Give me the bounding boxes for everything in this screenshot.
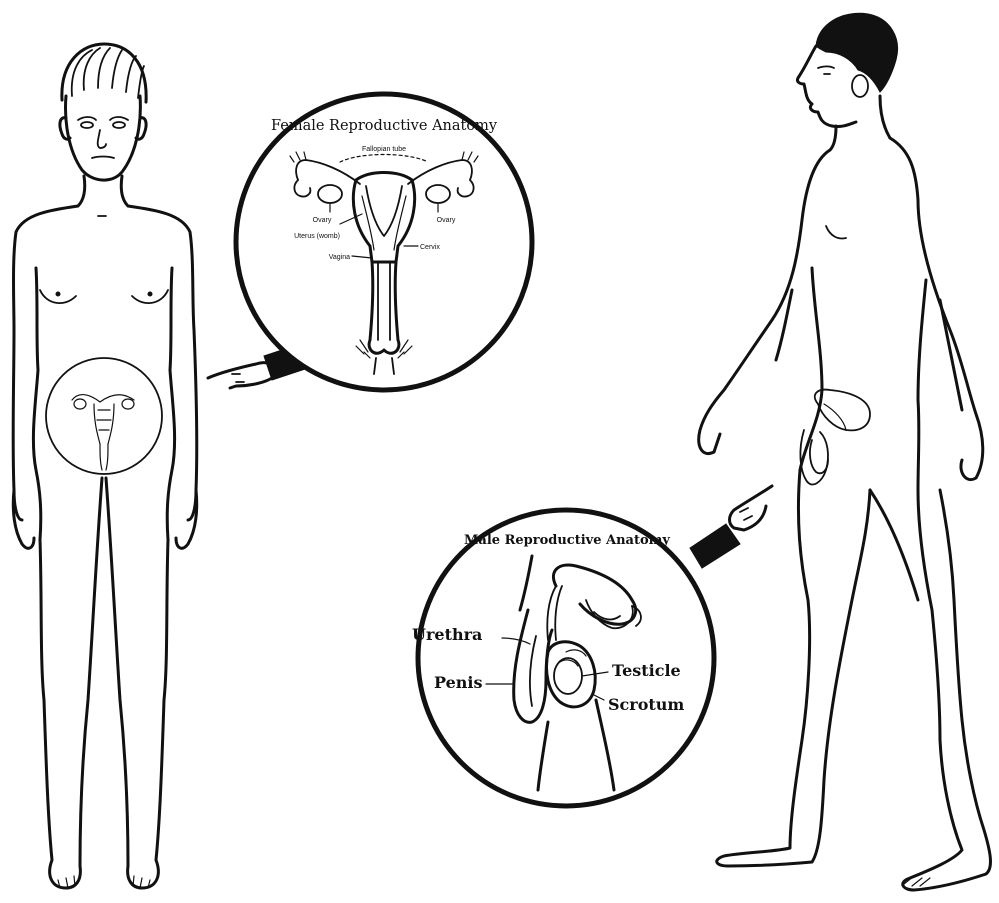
male-hair [816,13,898,92]
label-fallopian-tube: Fallopian tube [362,146,406,153]
male-body-outline [699,150,830,454]
label-penis: Penis [434,673,483,692]
label-cervix: Cervix [420,244,440,251]
female-inset-title: Female Reproductive Anatomy [271,118,498,134]
label-testicle: Testicle [612,661,681,680]
label-ovary-left: Ovary [313,217,332,224]
label-urethra: Urethra [412,625,482,644]
female-figure [13,44,197,888]
female-inset-circle [236,94,532,390]
male-inset-title: Male Reproductive Anatomy [464,533,670,548]
label-uterus: Uterus (womb) [294,233,340,240]
male-figure [699,13,991,890]
female-legs [40,478,168,888]
female-inset: Female Reproductive Anatomy Fallopian tu… [236,94,532,390]
label-ovary-right: Ovary [437,217,456,224]
label-scrotum: Scrotum [608,695,684,714]
male-inset: Male Reproductive Anatomy [412,510,714,806]
female-small-uterus [72,395,134,470]
female-hair [62,44,146,102]
female-pelvis-circle [46,358,162,474]
male-pointer-hand [690,486,772,568]
label-vagina: Vagina [329,254,350,261]
female-face [66,96,141,180]
